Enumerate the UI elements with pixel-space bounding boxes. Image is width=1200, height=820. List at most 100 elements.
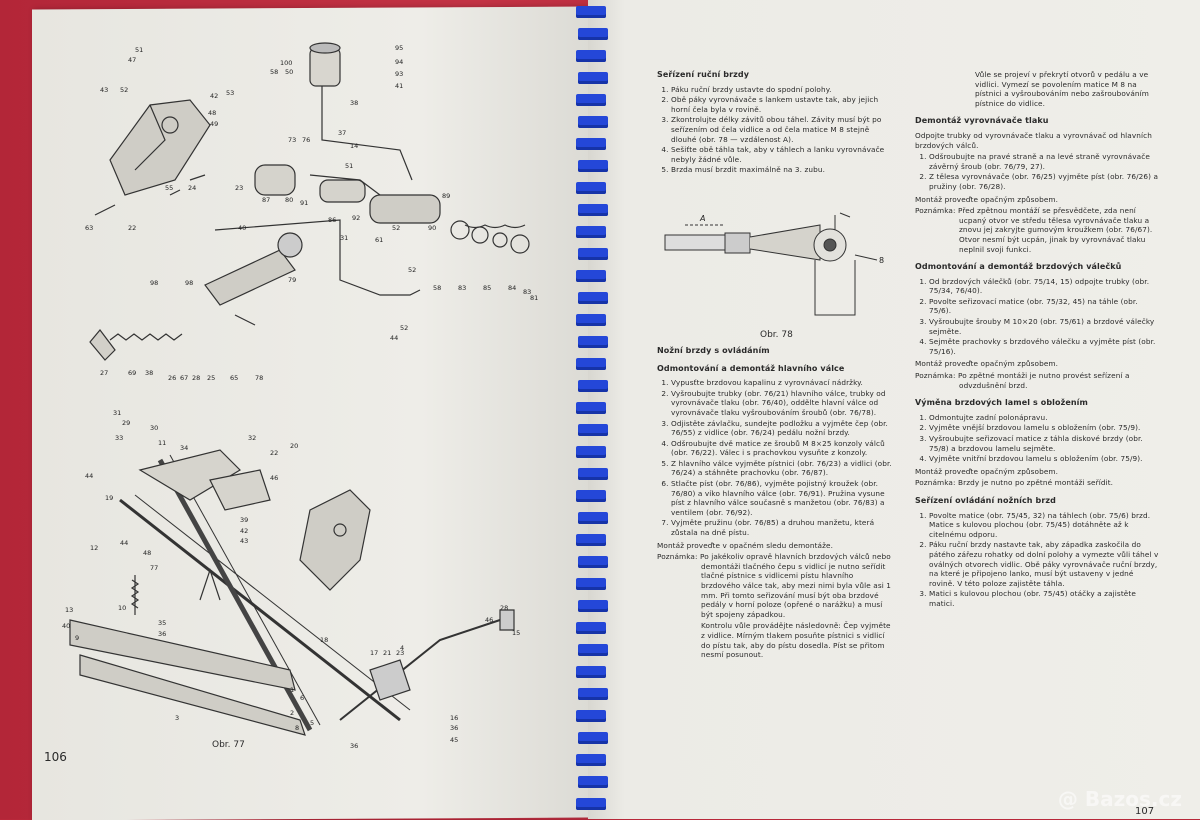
svg-text:55: 55: [165, 184, 173, 192]
svg-text:46: 46: [485, 616, 493, 624]
svg-text:69: 69: [128, 369, 136, 377]
equaliser-steps: Odšroubujte na pravé straně a na levé st…: [915, 152, 1160, 191]
list-item: Povolte seřizovací matice (obr. 75/32, 4…: [929, 297, 1160, 316]
heading-pressure-equaliser: Demontáž vyrovnávače tlaku: [915, 116, 1049, 126]
svg-text:58: 58: [270, 68, 278, 76]
svg-text:61: 61: [375, 236, 383, 244]
svg-text:24: 24: [188, 184, 196, 192]
binding-ring: [576, 138, 606, 150]
svg-text:11: 11: [158, 439, 166, 447]
svg-text:30: 30: [150, 424, 158, 432]
binding-ring: [576, 94, 606, 106]
svg-text:90: 90: [428, 224, 436, 232]
binding-ring: [576, 182, 606, 194]
svg-text:9: 9: [75, 634, 79, 642]
right-column-2: Vůle se projeví v překrytí otvorů v pedá…: [915, 70, 1160, 612]
svg-text:32: 32: [248, 434, 256, 442]
remark: Poznámka: Po zpětné montáži je nutno pro…: [915, 371, 1130, 390]
svg-text:78: 78: [255, 374, 263, 382]
svg-text:52: 52: [408, 266, 416, 274]
binding-ring: [576, 50, 606, 62]
remark: Poznámka: Po jakékoliv opravě hlavních b…: [657, 552, 892, 619]
svg-text:29: 29: [122, 419, 130, 427]
svg-text:40: 40: [62, 622, 70, 630]
svg-text:39: 39: [240, 516, 248, 524]
heading-master-cylinder: Odmontování a demontáž hlavního válce: [657, 363, 845, 373]
svg-text:85: 85: [483, 284, 491, 292]
svg-text:77: 77: [150, 564, 158, 572]
list-item: Sešiťte obě táhla tak, aby v táhlech a l…: [671, 145, 892, 164]
svg-text:89: 89: [442, 192, 450, 200]
svg-text:12: 12: [90, 544, 98, 552]
binding-ring: [576, 270, 606, 282]
svg-text:44: 44: [390, 334, 398, 342]
binding-ring: [578, 380, 608, 392]
svg-text:49: 49: [210, 120, 218, 128]
list-item: Obě páky vyrovnávače s lankem ustavte ta…: [671, 95, 892, 114]
svg-text:47: 47: [128, 56, 136, 64]
svg-text:98: 98: [185, 279, 193, 287]
list-item: Vyšroubujte trubky (obr. 76/21) hlavního…: [671, 389, 892, 418]
list-item: Stlačte píst (obr. 76/86), vyjměte pojis…: [671, 479, 892, 517]
binding-ring: [578, 732, 608, 744]
figure-caption-77: Obr. 77: [212, 740, 245, 750]
remark: Poznámka: Před zpětnou montáží se přesvě…: [915, 206, 1153, 254]
right-page: [588, 0, 1200, 819]
svg-text:92: 92: [352, 214, 360, 222]
binding-ring: [576, 578, 606, 590]
binding-ring: [576, 710, 606, 722]
right-column-1: Seřízení ruční brzdy Páku ruční brzdy us…: [657, 62, 892, 662]
svg-text:48: 48: [143, 549, 151, 557]
svg-text:34: 34: [180, 444, 188, 452]
list-item: Od brzdových válečků (obr. 75/14, 15) od…: [929, 277, 1160, 296]
handbrake-steps: Páku ruční brzdy ustavte do spodní poloh…: [657, 85, 892, 175]
binding-ring: [576, 798, 606, 810]
svg-text:83: 83: [523, 288, 531, 296]
heading-brake-discs: Výměna brzdových lamel s obložením: [915, 398, 1088, 408]
svg-text:53: 53: [226, 89, 234, 97]
watermark: @ Bazos.cz: [1057, 787, 1182, 811]
svg-text:50: 50: [285, 68, 293, 76]
binding-ring: [578, 644, 608, 656]
binding-ring: [578, 600, 608, 612]
svg-text:46: 46: [270, 474, 278, 482]
svg-text:52: 52: [400, 324, 408, 332]
svg-text:4: 4: [400, 644, 404, 652]
svg-text:19: 19: [105, 494, 113, 502]
binding-ring: [578, 688, 608, 700]
list-item: Vyšroubujte šrouby M 10×20 (obr. 75/61) …: [929, 317, 1160, 336]
foot-brake-steps: Povolte matice (obr. 75/45, 32) na táhle…: [915, 511, 1160, 609]
svg-text:98: 98: [150, 279, 158, 287]
list-item: Páku ruční brzdy ustavte do spodní poloh…: [671, 85, 892, 95]
binding-ring: [576, 358, 606, 370]
binding-ring: [578, 424, 608, 436]
binding-ring: [578, 204, 608, 216]
svg-text:26: 26: [168, 374, 176, 382]
svg-text:23: 23: [396, 649, 404, 657]
svg-text:31: 31: [113, 409, 121, 417]
assembly-note: Montáž proveďte v opačném sledu demontáž…: [657, 540, 834, 550]
svg-text:8: 8: [295, 724, 299, 732]
binding-ring: [578, 248, 608, 260]
list-item: Zkontrolujte délky závitů obou táhel. Zá…: [671, 115, 892, 144]
svg-text:6: 6: [300, 694, 304, 702]
assembly-note: Montáž proveďte opačným způsobem.: [915, 466, 1059, 476]
list-item: Vyjměte pružinu (obr. 76/85) a druhou ma…: [671, 518, 892, 537]
heading-handbrake-adjustment: Seřízení ruční brzdy: [657, 70, 750, 79]
svg-text:14: 14: [350, 142, 358, 150]
wheel-cylinder-steps: Od brzdových válečků (obr. 75/14, 15) od…: [915, 277, 1160, 357]
svg-text:87: 87: [262, 196, 270, 204]
svg-text:33: 33: [115, 434, 123, 442]
svg-text:5: 5: [310, 719, 314, 727]
svg-text:95: 95: [395, 44, 403, 52]
svg-text:91: 91: [300, 199, 308, 207]
spiral-binding: [572, 0, 612, 819]
svg-text:79: 79: [288, 276, 296, 284]
list-item: Vyjměte vnější brzdovou lamelu s obložen…: [929, 423, 1160, 433]
svg-text:44: 44: [85, 472, 93, 480]
svg-text:83: 83: [458, 284, 466, 292]
list-item: Sejměte prachovky s brzdového válečku a …: [929, 337, 1160, 356]
svg-text:86: 86: [328, 216, 336, 224]
svg-text:22: 22: [270, 449, 278, 457]
